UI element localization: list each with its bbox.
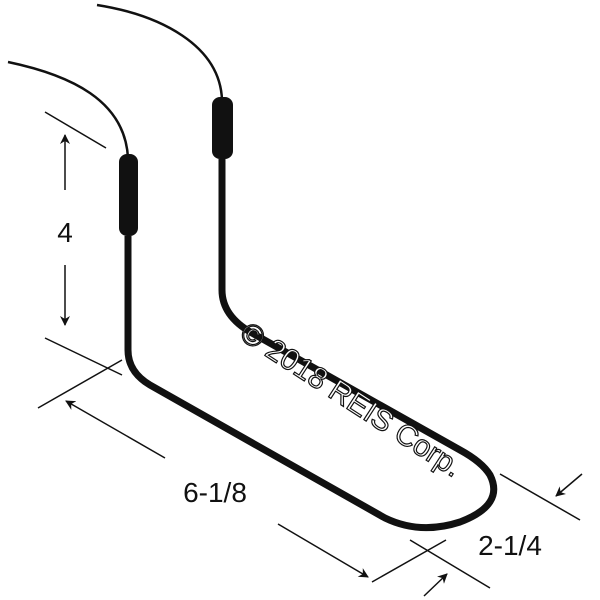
sleeve-right <box>212 97 233 159</box>
dimension-arrow-left <box>65 400 166 459</box>
extension-line <box>371 539 447 583</box>
lead-wire-left <box>7 60 130 159</box>
dimension-label-width: 2-1/4 <box>478 530 542 561</box>
lead-wire-right <box>96 3 224 101</box>
sleeve-left <box>119 154 138 236</box>
extension-line <box>499 473 581 521</box>
dimension-arrow-right <box>277 523 369 578</box>
dimension-label-length: 6-1/8 <box>183 477 247 508</box>
dimension-arrow-in-bottom <box>423 573 448 597</box>
extension-line <box>44 111 107 149</box>
copyright-watermark: © 2018 REIS Corp. <box>234 316 468 484</box>
extension-line <box>409 539 491 589</box>
dimension-label-height: 4 <box>57 217 73 248</box>
dimension-arrow-in-top <box>555 473 583 497</box>
heating-element <box>124 159 498 532</box>
extension-line <box>37 359 123 409</box>
extension-line <box>44 337 123 376</box>
